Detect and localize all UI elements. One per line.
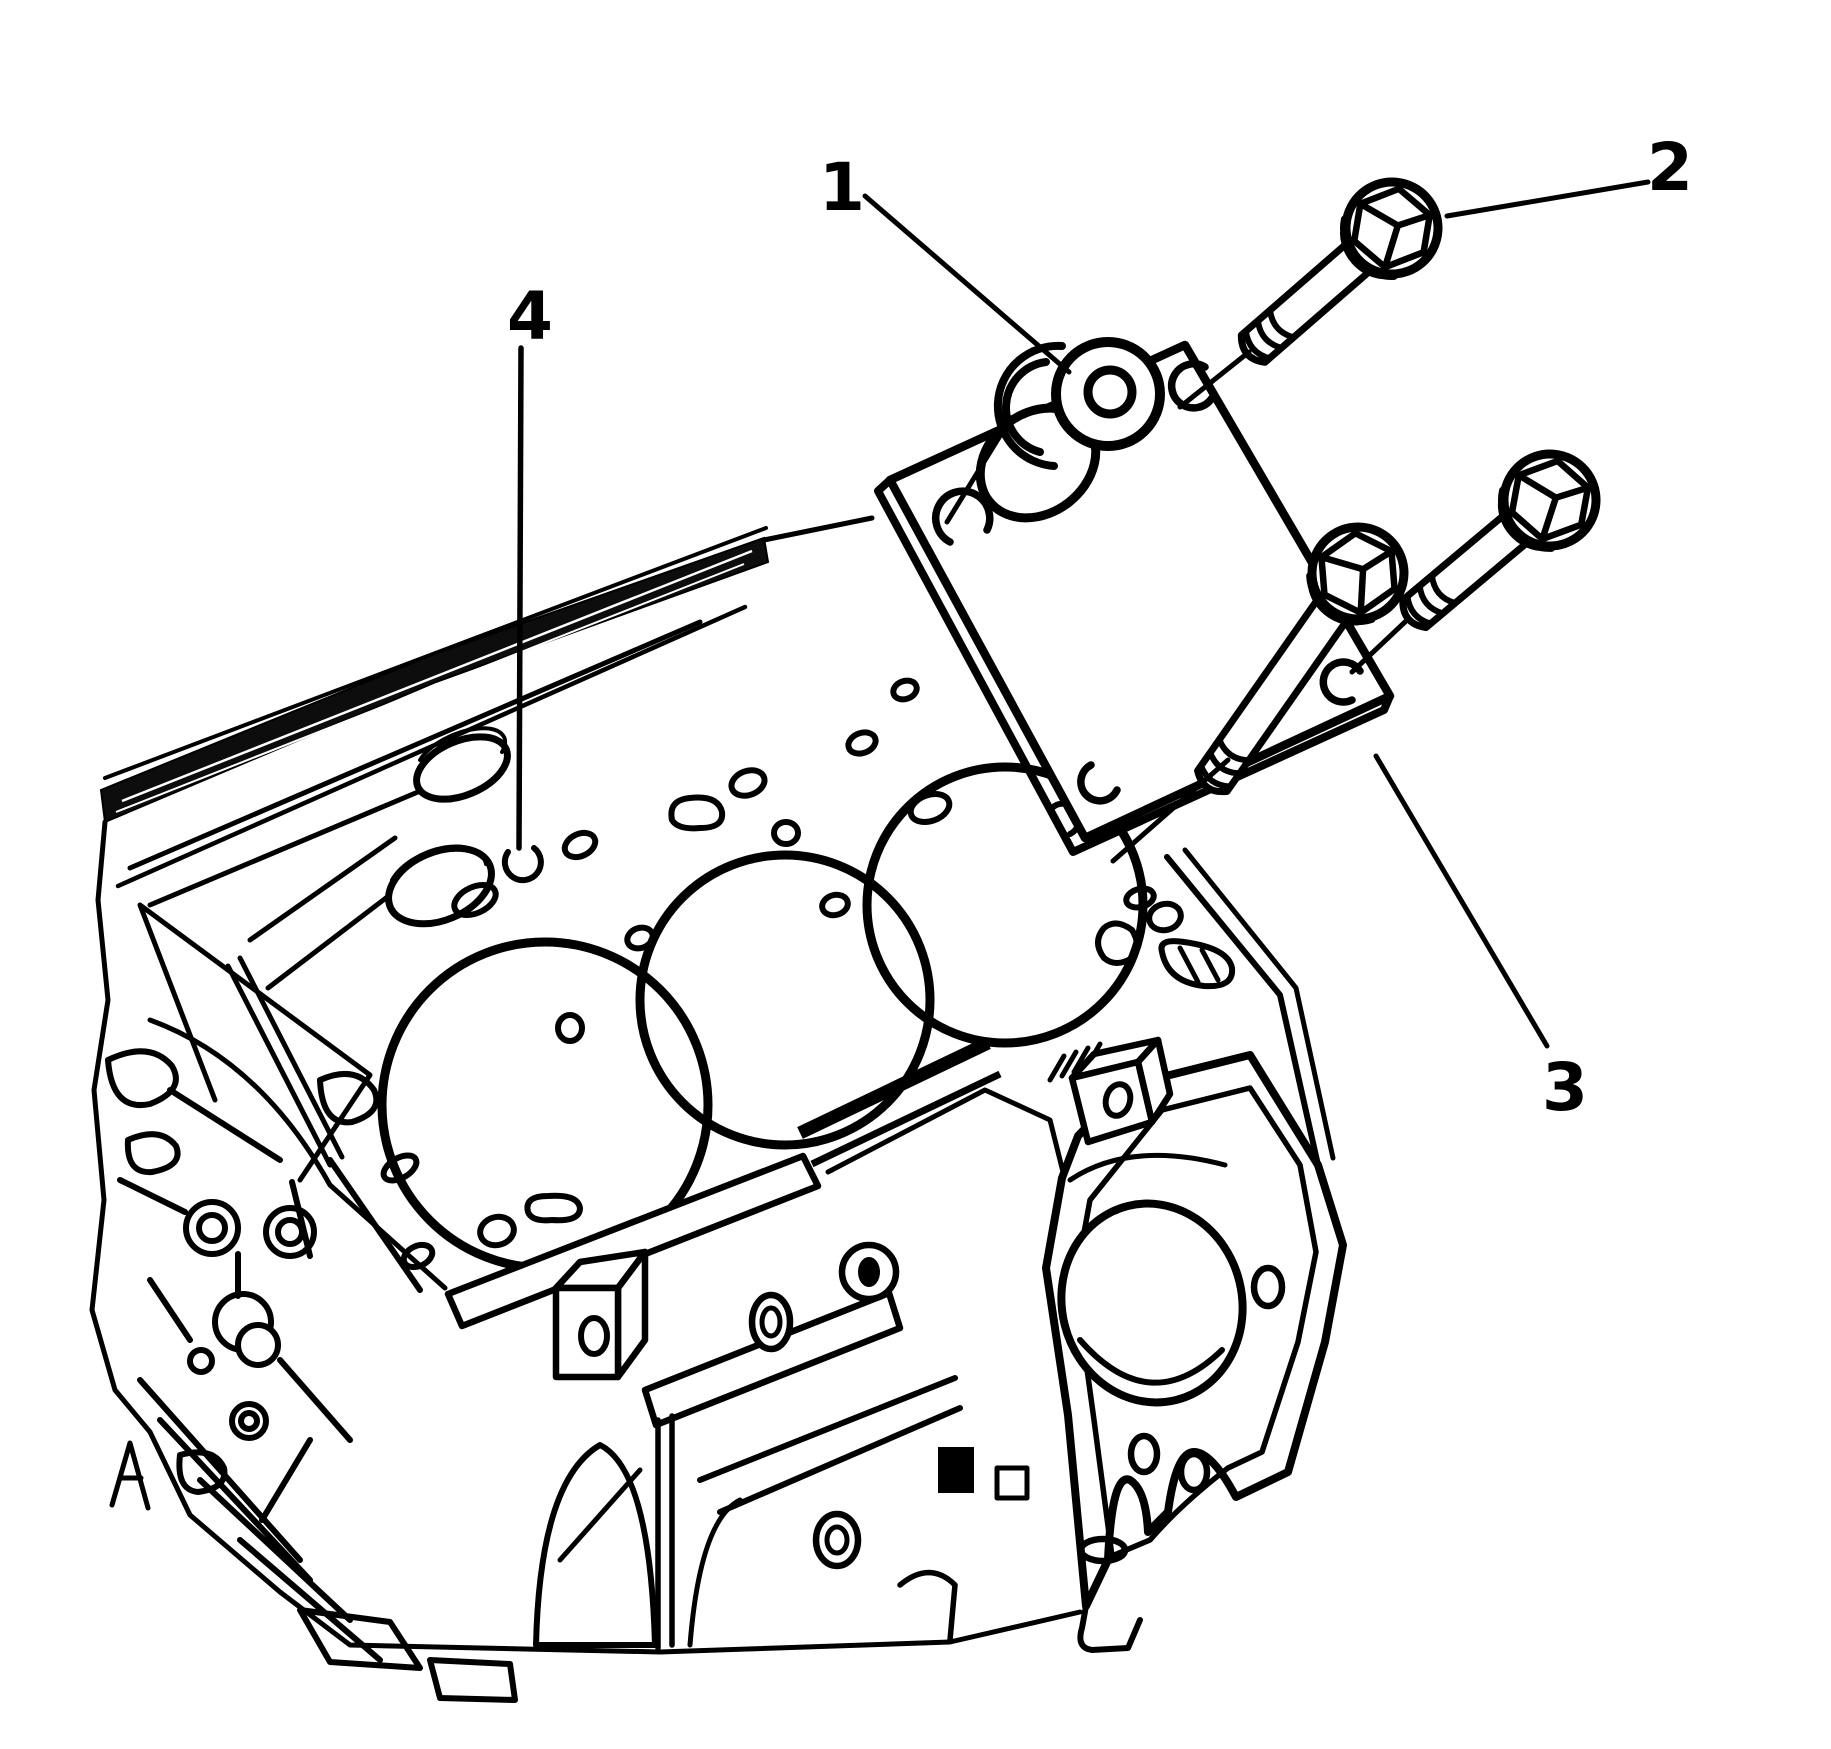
- callout-2-leader: [1444, 179, 1651, 219]
- bell-face-holes: [1077, 1264, 1286, 1565]
- plug-axis-line: [944, 428, 1006, 525]
- bolt-3-axis-line: [1349, 619, 1408, 675]
- bell-housing-face: [1042, 1051, 1347, 1653]
- plate-thickness-edge: [874, 476, 1394, 856]
- callout-1: 1: [819, 149, 1072, 375]
- callout-1-leader: [862, 193, 1072, 375]
- threaded-plug: [944, 337, 1165, 525]
- mid-bosses: [748, 1241, 900, 1570]
- deck-right-edge: [1164, 847, 1336, 1168]
- front-face-detail: [105, 1048, 518, 1703]
- callout-3: 3: [1373, 753, 1588, 1126]
- bolt-3: [1399, 435, 1615, 632]
- callout-3-label: 3: [1542, 1049, 1588, 1126]
- callout-2-label: 2: [1647, 129, 1693, 206]
- knock-sensor-boss: [1047, 1036, 1174, 1146]
- gasket-holes: [380, 677, 1236, 1271]
- bolt-1-axis-line: [1177, 349, 1252, 410]
- callout-4: 4: [507, 278, 553, 851]
- deck-pocket: [127, 619, 703, 1291]
- cylinder-head-gasket: [377, 677, 1236, 1273]
- plate-holes: [931, 360, 1364, 805]
- bolt-1: [1237, 163, 1457, 366]
- callout-4-leader: [516, 345, 524, 851]
- block-left-edge: [89, 819, 1083, 1655]
- callout-4-label: 4: [507, 278, 553, 355]
- crank-opening: [1057, 1199, 1247, 1407]
- bottom-structure: [533, 1413, 1030, 1651]
- cylinder-bore-2: [635, 850, 935, 1150]
- callout-3-leader: [1373, 753, 1550, 1049]
- edge-mark: [109, 1440, 151, 1511]
- bolt-2: [1194, 509, 1422, 796]
- side-rail: [444, 1152, 963, 1515]
- callouts: 1 2 3 4: [507, 129, 1693, 1126]
- rail-shading: [797, 1037, 1068, 1183]
- callout-2: 2: [1444, 129, 1693, 219]
- bolt-2-axis-line: [1110, 757, 1231, 864]
- engine-block-illustration: [89, 515, 1347, 1703]
- flange-bolts: [1110, 163, 1615, 864]
- callout-1-label: 1: [819, 149, 865, 226]
- boss-cube: [552, 1248, 649, 1381]
